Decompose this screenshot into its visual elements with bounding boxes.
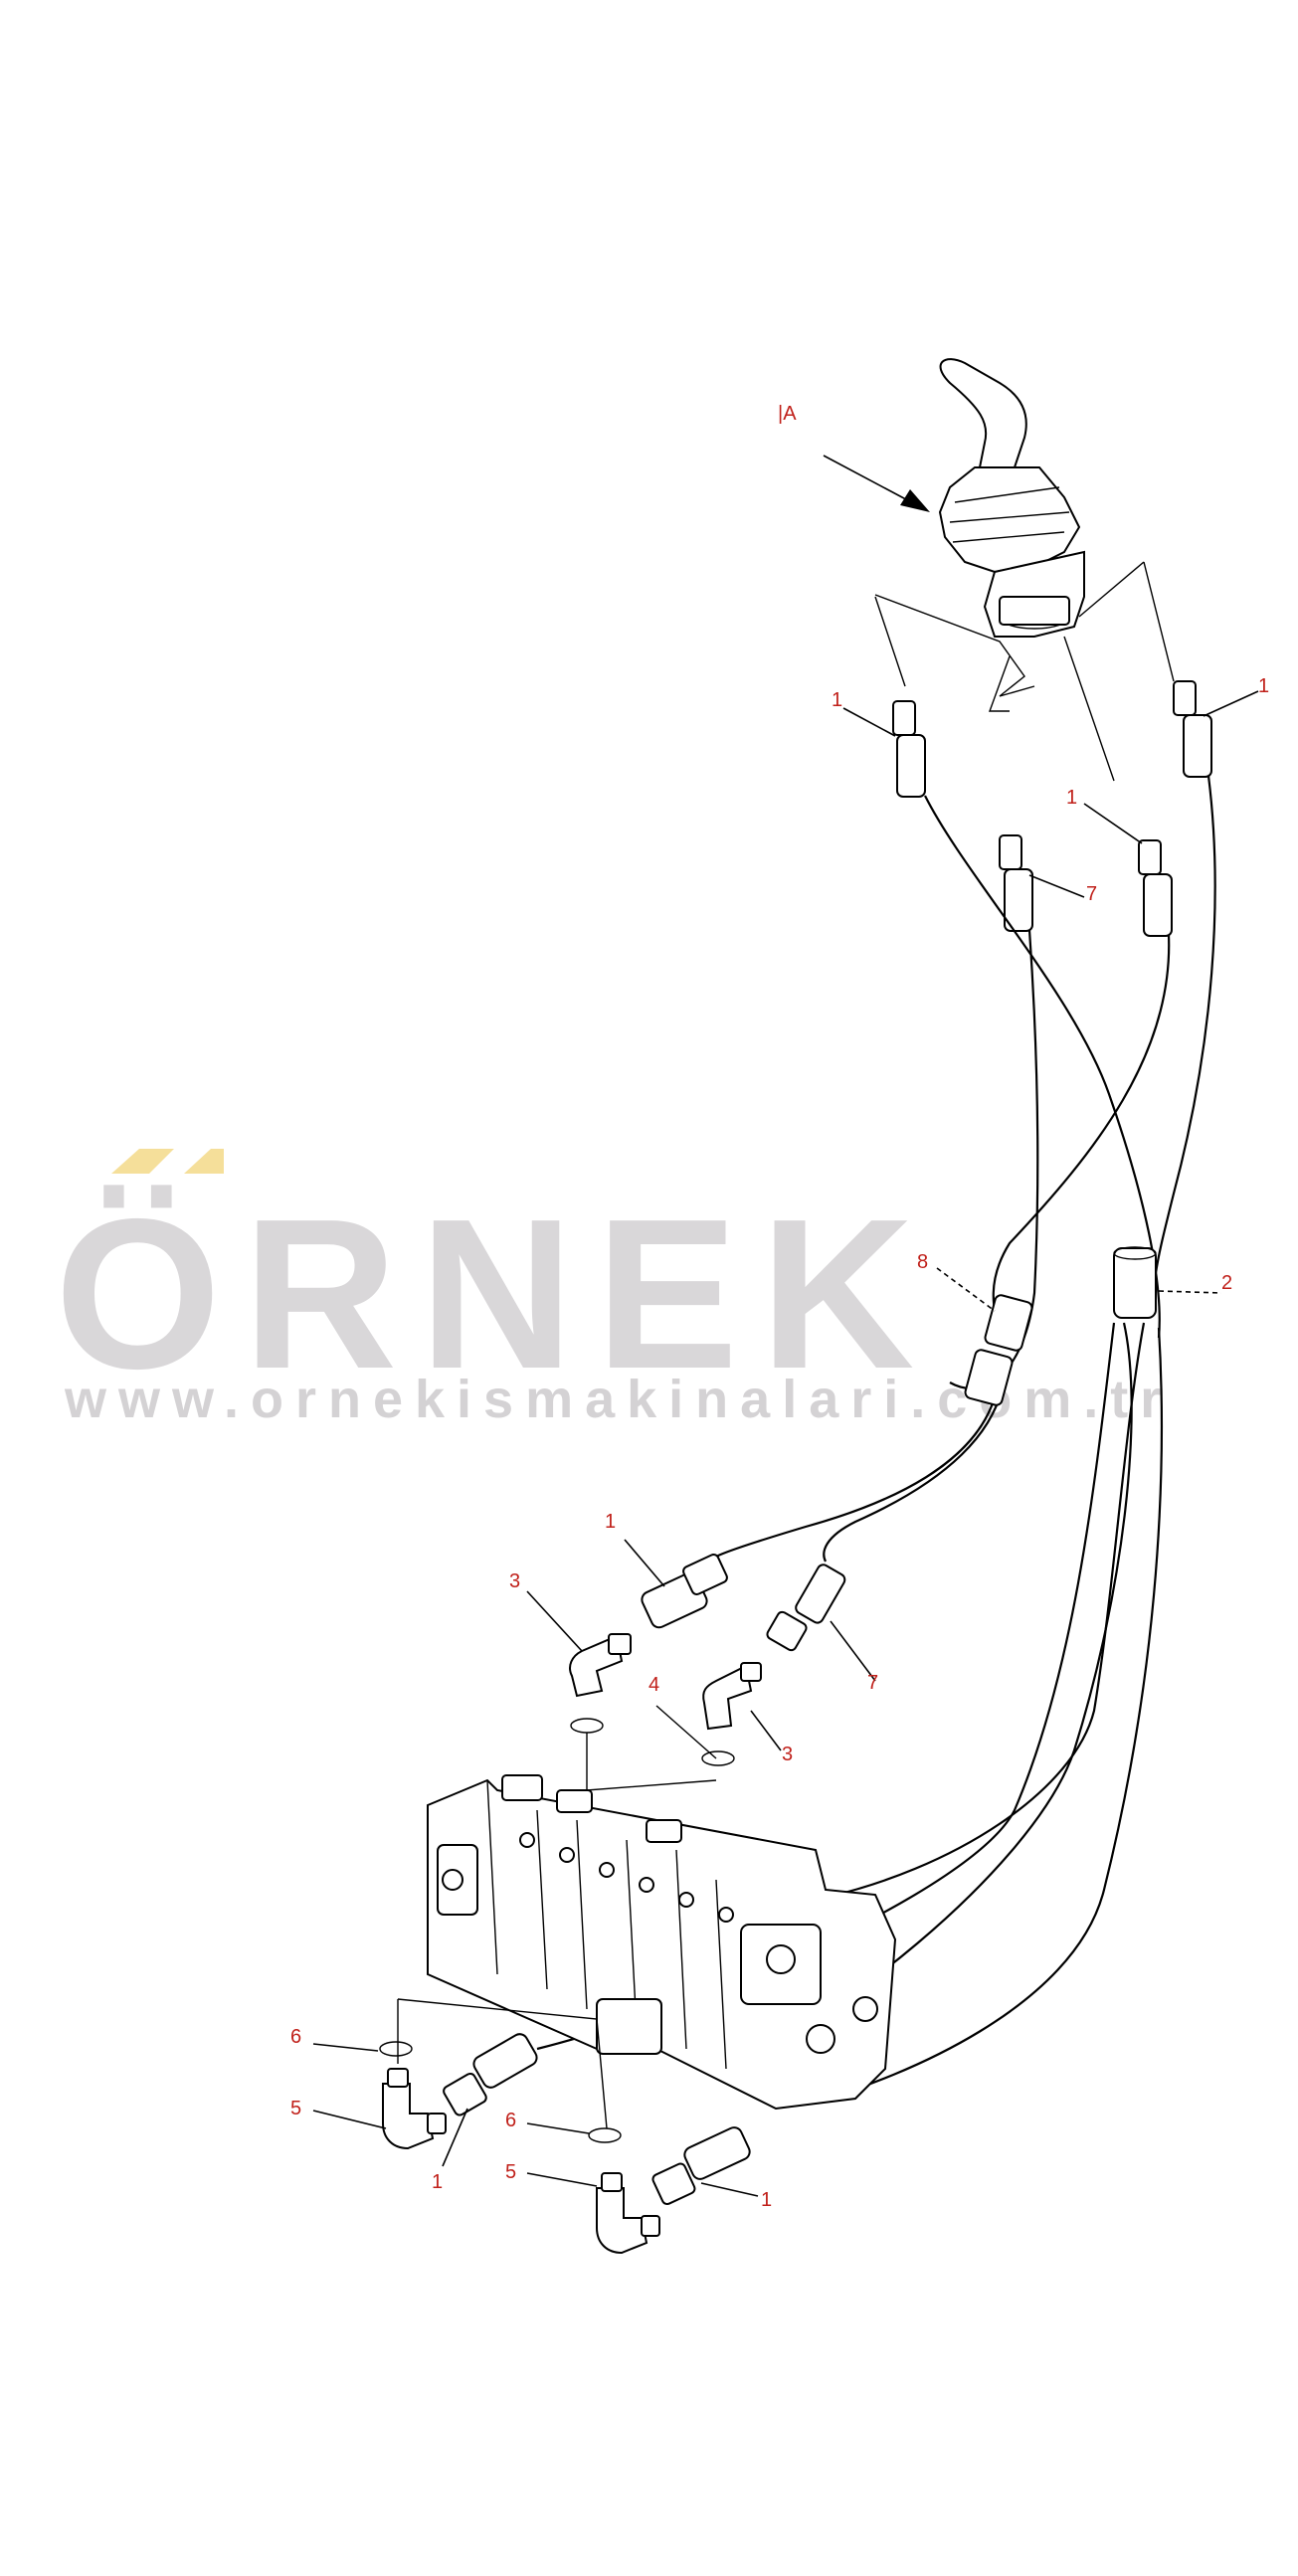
callout-3-left: 3 (509, 1570, 520, 1592)
o-ring-left (570, 1718, 604, 1734)
callouts: 1 1 1 7 2 8 1 3 7 4 3 6 5 1 6 5 1 (290, 675, 1269, 2211)
callout-8: 8 (917, 1251, 928, 1273)
callout-7-top: 7 (1086, 883, 1097, 905)
hose-fitting-mid-right (766, 1564, 846, 1652)
callout-7-mid: 7 (867, 1672, 878, 1694)
callout-1-lower-right: 1 (761, 2189, 772, 2211)
watermark-umlaut-right (184, 1149, 224, 1174)
callout-5-left: 5 (290, 2098, 301, 2119)
callout-6-right: 6 (505, 2110, 516, 2131)
hose-fitting-top-right (1173, 680, 1212, 778)
hose-fitting-mid-left (641, 1554, 728, 1629)
o-ring-lower-right (588, 2127, 622, 2143)
protective-sleeve (1113, 1246, 1157, 1319)
hose-fitting-top-left (892, 700, 926, 798)
watermark: ÖRNEK www.ornekismakinalari.com.tr (55, 1149, 1161, 1429)
hose-fitting-top-center (999, 834, 1033, 932)
callout-5-right: 5 (505, 2161, 516, 2183)
hose-fitting-top-mid-right (1138, 839, 1173, 937)
hose-fitting-lower-left (443, 2033, 538, 2116)
control-valve-block (427, 1774, 897, 2111)
elbow-fitting-right (702, 1662, 762, 1731)
joystick-assembly (938, 358, 1085, 638)
elbow-fitting-lower-left (382, 2068, 447, 2150)
callout-1-top-right: 1 (1258, 675, 1269, 697)
o-ring-lower-left (379, 2041, 413, 2057)
view-a-label: |A (778, 403, 797, 425)
callout-1-top-left: 1 (832, 689, 842, 711)
elbow-fitting-left (569, 1633, 632, 1698)
callout-6-left: 6 (290, 2026, 301, 2048)
o-ring-right (701, 1750, 735, 1766)
elbow-fitting-lower-right (596, 2172, 660, 2255)
callout-2: 2 (1221, 1272, 1232, 1294)
watermark-umlaut-left (111, 1149, 174, 1174)
callout-4: 4 (649, 1674, 659, 1696)
callout-1-lower-left: 1 (432, 2171, 443, 2193)
watermark-brand: ÖRNEK (55, 1174, 936, 1413)
callout-3-right: 3 (782, 1744, 793, 1765)
view-a-arrow: |A (778, 403, 930, 512)
hose-clamp-pair (964, 1294, 1033, 1406)
callout-1-top-center: 1 (1066, 787, 1077, 809)
hose-fitting-lower-right (651, 2126, 751, 2206)
callout-1-mid: 1 (605, 1511, 616, 1533)
